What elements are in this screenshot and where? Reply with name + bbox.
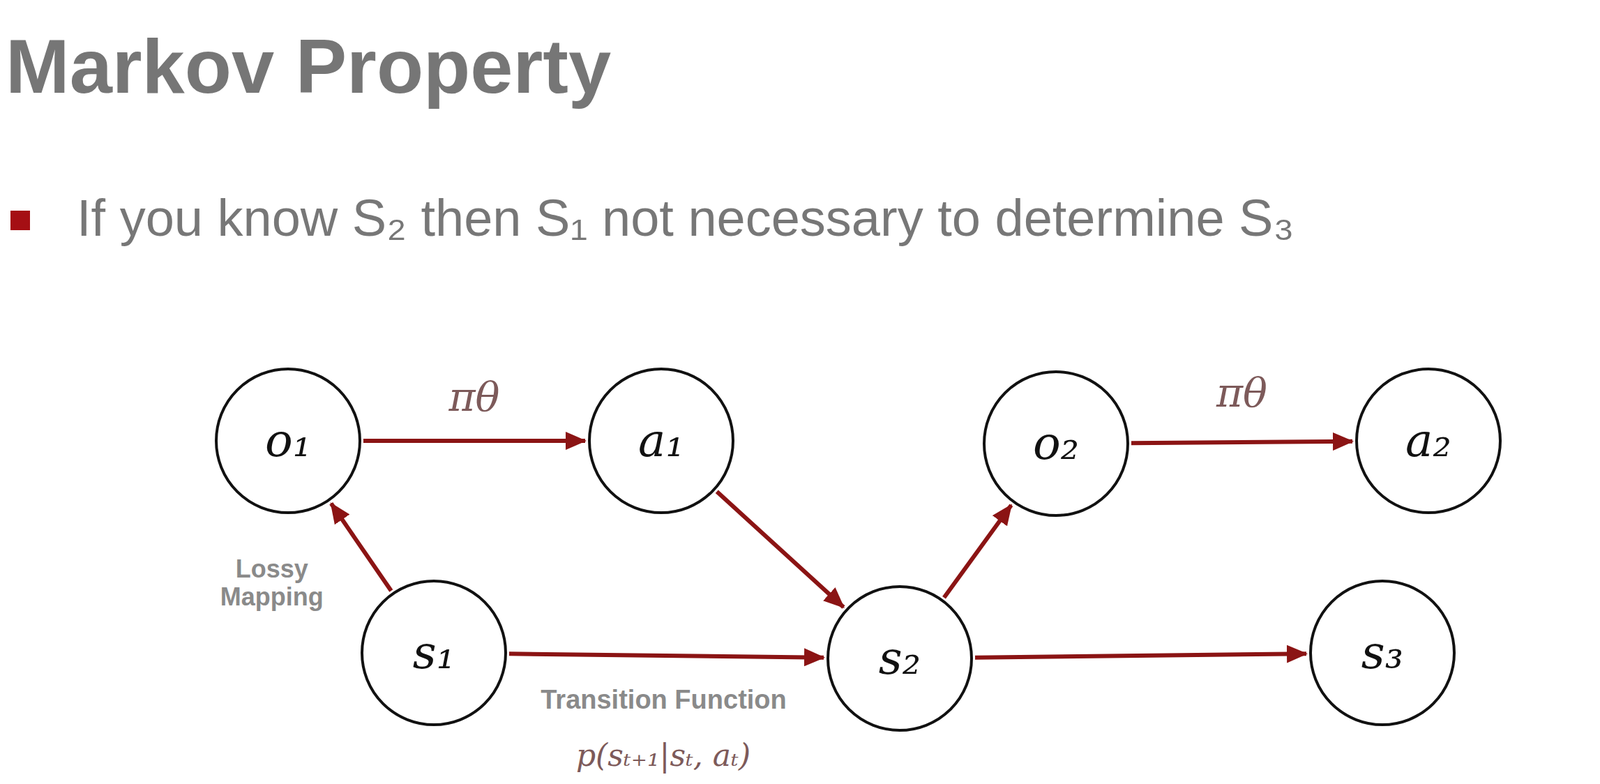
state-circle: s₁: [360, 579, 508, 727]
node-symbol: s₃: [1361, 629, 1404, 676]
state-circle: s₂: [826, 585, 973, 732]
policy-label: πθ: [1216, 371, 1268, 416]
slide-title: Markov Property: [5, 27, 611, 105]
state-circle: a₁: [587, 367, 735, 515]
node-symbol: a₁: [638, 417, 685, 464]
policy-label: πθ: [448, 375, 500, 420]
arrow-connector: [331, 503, 392, 591]
arrow-connector: [509, 653, 824, 658]
arrow-connector: [975, 653, 1307, 658]
arrow-connector: [944, 504, 1012, 598]
arrow-connector: [363, 438, 586, 443]
state-circle: o₂: [982, 370, 1130, 517]
state-circle: o₁: [214, 367, 362, 515]
node-symbol: s₂: [878, 635, 921, 682]
transition-formula: p(sₜ₊₁|sₜ, aₜ): [576, 738, 751, 773]
bullet-square: [10, 210, 30, 231]
state-circle: s₃: [1309, 579, 1456, 727]
node-symbol: o₁: [265, 417, 312, 464]
node-symbol: s₁: [412, 629, 455, 676]
transition-label: Transition Function: [540, 685, 787, 715]
node-symbol: o₂: [1032, 420, 1079, 467]
state-circle: a₂: [1355, 367, 1502, 515]
bullet-text: If you know S₂ then S₁ not necessary to …: [76, 189, 1295, 247]
mapping-label: Lossy Mapping: [212, 555, 332, 611]
arrow-connector: [717, 491, 844, 608]
node-symbol: a₂: [1405, 417, 1452, 464]
arrow-connector: [1131, 441, 1353, 443]
